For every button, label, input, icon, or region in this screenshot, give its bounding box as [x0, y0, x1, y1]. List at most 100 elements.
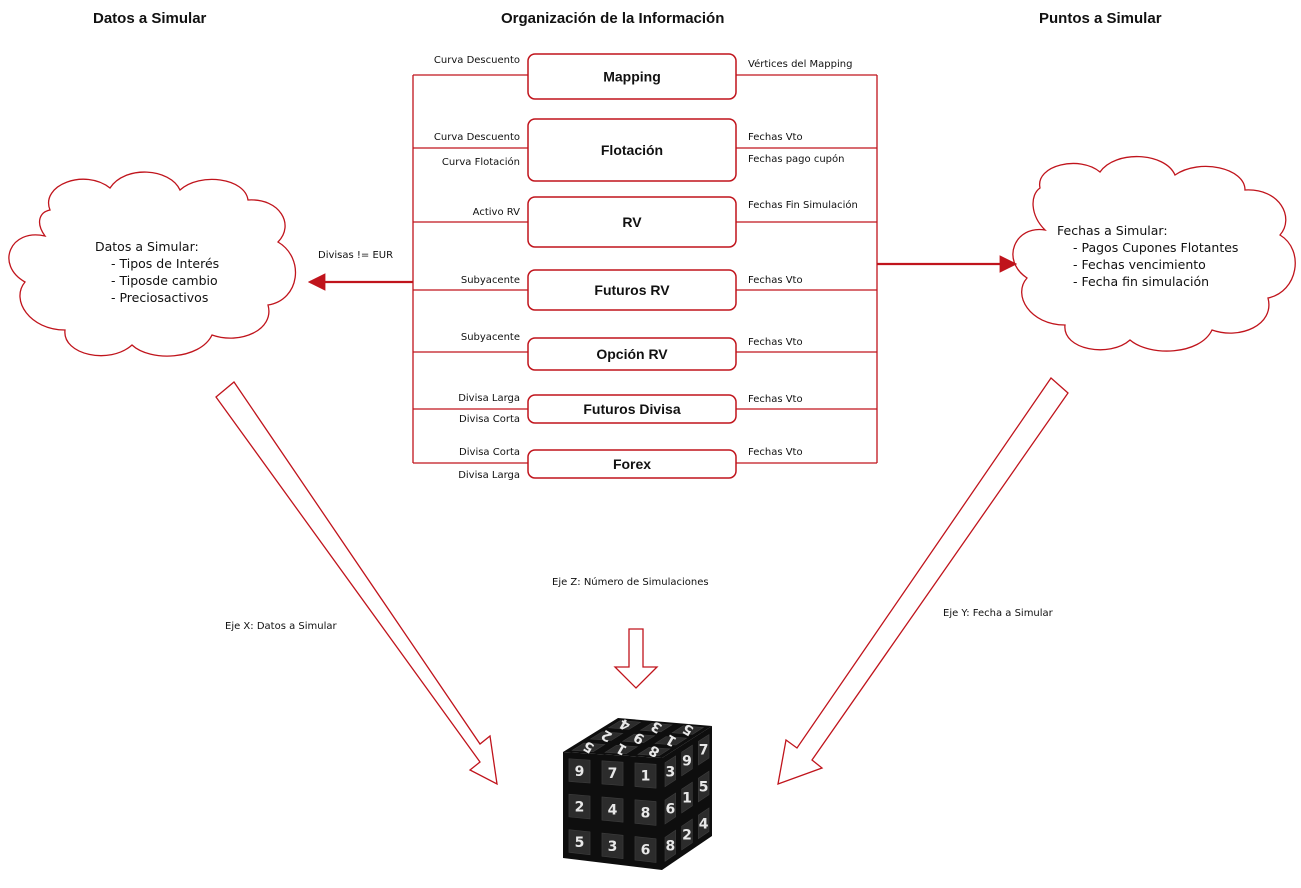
z-axis-label: Eje Z: Número de Simulaciones [552, 576, 709, 588]
process-box-label: Futuros Divisa [583, 401, 680, 417]
cube-tile [664, 792, 676, 825]
input-label: Curva Descuento [434, 55, 520, 66]
cube-tile [604, 744, 639, 754]
right-cloud-item: - Fecha fin simulación [1073, 274, 1210, 289]
output-label: Fechas Fin Simulación [748, 199, 858, 211]
process-box [527, 449, 737, 479]
cube-tile [601, 796, 624, 823]
cube-tile [637, 747, 671, 757]
input-label: Divisa Larga [458, 470, 520, 481]
input-label: Divisa Corta [459, 447, 520, 458]
x-axis-arrow [215, 381, 498, 786]
process-box-label: RV [622, 214, 642, 230]
process-box-label: Mapping [603, 69, 661, 85]
output-label: Fechas Vto [748, 447, 803, 458]
cube-tile [634, 762, 657, 789]
cube-tile-number: 7 [608, 766, 618, 782]
left-cloud [8, 171, 297, 357]
z-axis-arrow [613, 628, 659, 689]
cube-tile-number: 4 [699, 816, 709, 832]
input-label: Divisa Corta [459, 414, 520, 425]
cube-tile [634, 836, 657, 863]
cube-tile-number: 3 [665, 764, 675, 780]
left-cloud-item: - Tiposde cambio [111, 273, 218, 288]
cube-tile [671, 725, 705, 735]
cube-tile [601, 760, 624, 786]
y-axis-label: Eje Y: Fecha a Simular [943, 608, 1054, 619]
cube-tile [571, 742, 606, 752]
output-label: Fechas Vto [748, 337, 803, 348]
center-column-title: Organización de la Información [501, 10, 725, 27]
right-cloud-text: Fechas a Simular: - Pagos Cupones Flotan… [1057, 222, 1238, 290]
cube-tile [664, 829, 676, 862]
cube-tile [589, 731, 624, 741]
left-arrow-label: Divisas != EUR [318, 250, 393, 261]
input-label: Subyacente [461, 275, 520, 286]
left-cloud-item: - Preciosactivos [111, 290, 209, 305]
cube-tile-number: 2 [575, 800, 585, 816]
process-box [527, 394, 737, 424]
process-box-label: Opción RV [596, 346, 668, 362]
cube-tile-number: 8 [641, 806, 651, 822]
process-box [527, 337, 737, 371]
cube-tile [681, 781, 693, 814]
cube-tile-number: 5 [575, 835, 585, 851]
cube-tile [607, 720, 642, 730]
process-box-label: Futuros RV [594, 282, 670, 298]
cube-tile [698, 770, 710, 803]
process-box-label: Flotación [601, 142, 663, 158]
input-label: Divisa Larga [458, 393, 520, 404]
cube-tile [698, 807, 710, 840]
cube-tile-number: 3 [608, 839, 618, 855]
cube-tile [681, 818, 693, 851]
right-column-title: Puntos a Simular [1039, 10, 1162, 27]
cube-tile-number: 1 [641, 769, 651, 785]
x-axis-label: Eje X: Datos a Simular [225, 621, 338, 632]
cube-tile [634, 799, 657, 826]
output-label: Fechas pago cupón [748, 153, 844, 165]
input-label: Activo RV [473, 207, 520, 218]
left-cloud-text: Datos a Simular: - Tipos de Interés - Ti… [95, 238, 219, 306]
right-cloud-title: Fechas a Simular: [1057, 223, 1168, 238]
cube-tile [621, 733, 656, 744]
left-cloud-item: - Tipos de Interés [111, 256, 220, 271]
cube-tile [568, 793, 591, 820]
cube-tile-number: 9 [575, 764, 585, 780]
left-column-title: Datos a Simular [93, 10, 207, 27]
input-label: Subyacente [461, 332, 520, 343]
cube-tile-number: 7 [699, 743, 709, 759]
process-box [527, 269, 737, 311]
cube-tile [681, 744, 693, 777]
right-cloud-item: - Pagos Cupones Flotantes [1073, 240, 1239, 255]
process-box-label: Forex [613, 456, 651, 472]
right-cloud-item: - Fechas vencimiento [1073, 257, 1206, 272]
cube-tile [601, 832, 624, 860]
cube-tile-number: 6 [641, 843, 651, 859]
output-label: Fechas Vto [748, 275, 803, 286]
process-box [527, 196, 737, 248]
input-label: Curva Descuento [434, 132, 520, 143]
output-label: Fechas Vto [748, 132, 803, 143]
right-cloud [1012, 155, 1296, 352]
cube-tile-number: 9 [682, 754, 692, 770]
cube-tile [568, 758, 591, 784]
cube-tile-number: 8 [665, 839, 675, 855]
cube-tile-number: 1 [682, 791, 692, 807]
cube-tile-number: 4 [608, 803, 618, 819]
cube-tile [639, 722, 673, 733]
output-label: Fechas Vto [748, 394, 803, 405]
cube-tile [568, 829, 591, 856]
cube-tile-number: 6 [665, 802, 675, 818]
cube-tile-number: 5 [699, 780, 709, 796]
y-axis-arrow [777, 377, 1069, 785]
process-box [527, 118, 737, 182]
left-cloud-title: Datos a Simular: [95, 239, 199, 254]
cube-tile [698, 733, 710, 766]
cube-tile [654, 736, 688, 746]
process-box [527, 53, 737, 100]
input-label: Curva Flotación [442, 156, 520, 168]
